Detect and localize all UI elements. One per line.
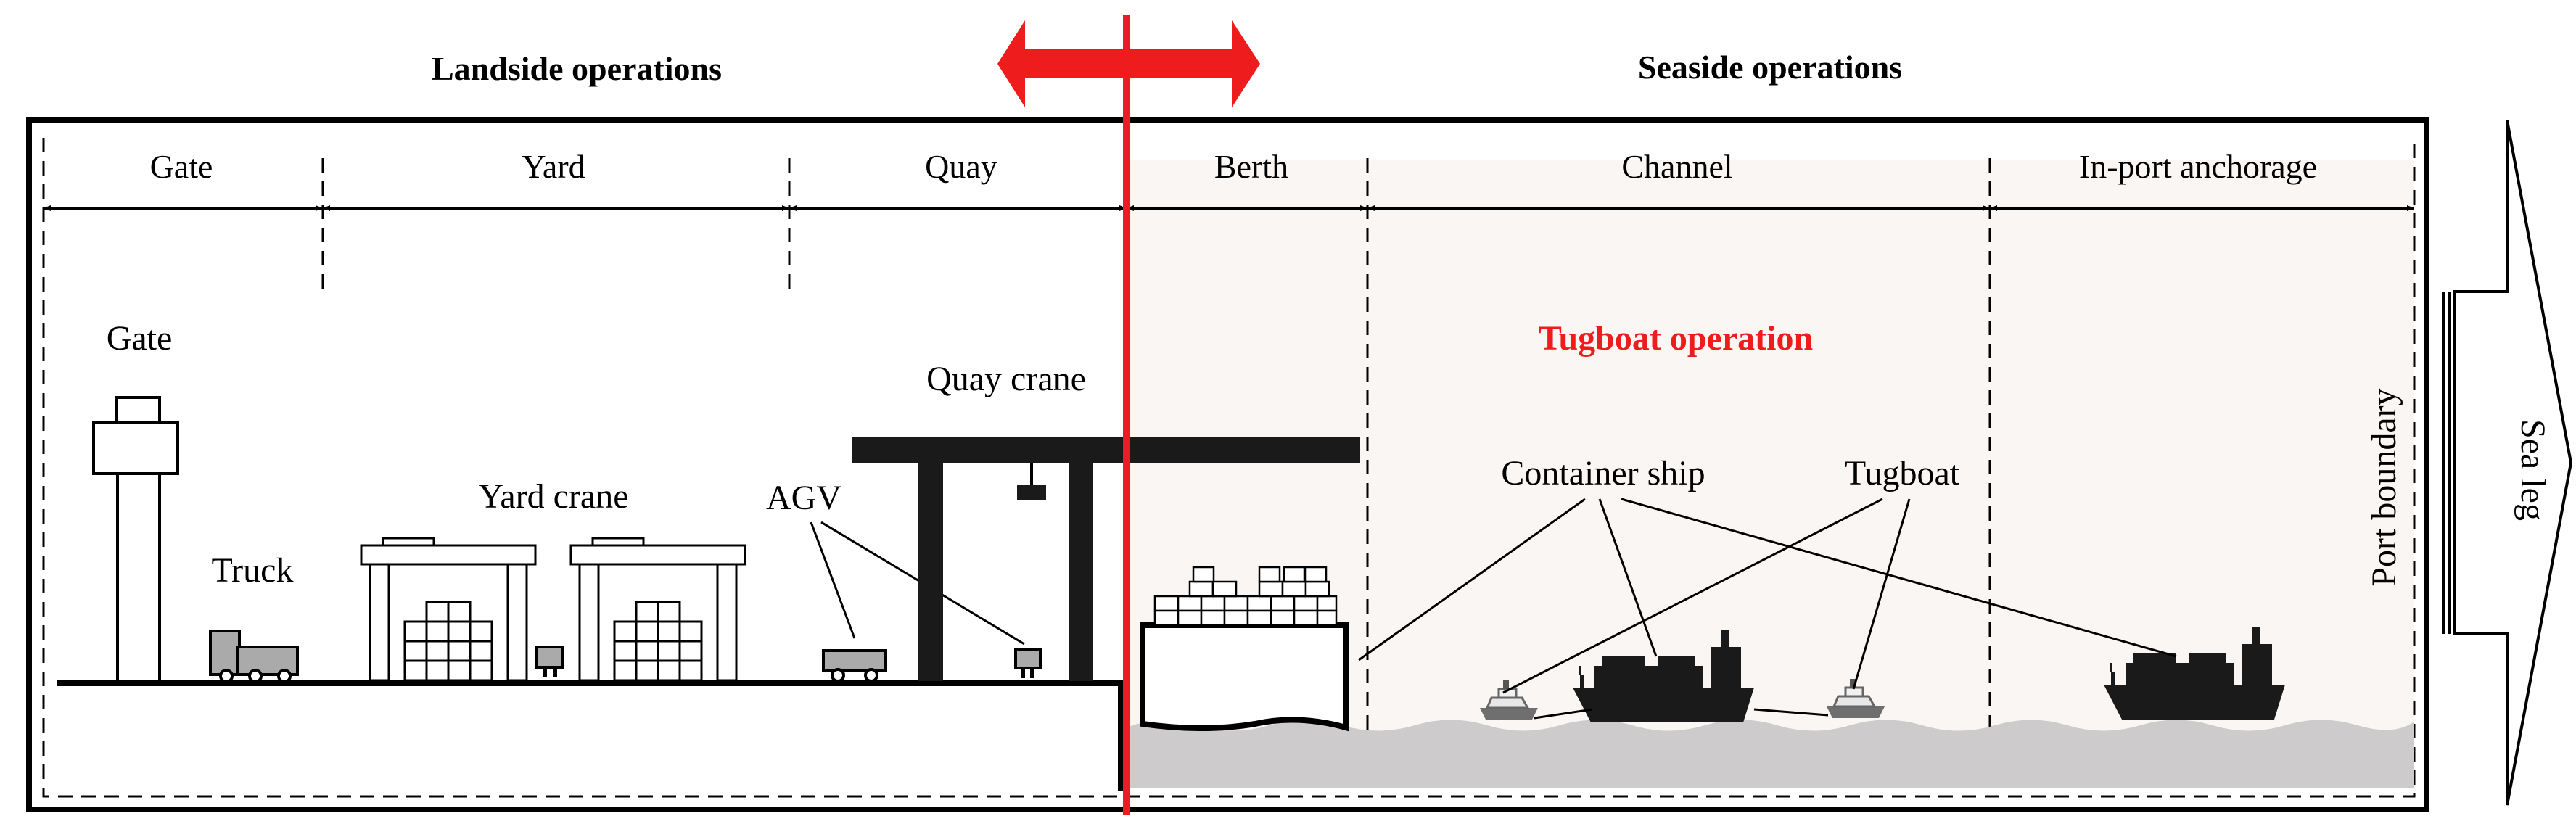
tugboat-operation-label: Tugboat operation	[1539, 319, 1813, 358]
sea-water	[1127, 720, 2414, 788]
tow-line	[1753, 708, 1829, 717]
agv-label: AGV	[766, 479, 841, 517]
tug-leader-1	[1502, 498, 1883, 694]
segment-label-gate: Gate	[150, 148, 213, 185]
yard-crane-label: Yard crane	[478, 477, 628, 516]
segment-label-channel: Channel	[1621, 148, 1732, 185]
yard-crane-icon	[569, 537, 746, 682]
port-boundary-label: Port boundary	[2365, 388, 2403, 586]
ship-leader-channel	[1598, 498, 1658, 657]
inner-dashed-boundary	[42, 138, 2416, 798]
landside-header: Landside operations	[432, 50, 722, 87]
double-arrow-icon	[997, 20, 1260, 107]
quay-crane-icon	[852, 437, 1360, 681]
tug-leader-2	[1852, 498, 1911, 690]
segment-label-quay: Quay	[925, 148, 997, 185]
yard-crane-icon	[360, 537, 537, 682]
truck-label: Truck	[212, 551, 294, 590]
gate-tower-icon	[92, 396, 179, 683]
ship-leader-anchorage	[1621, 498, 2177, 658]
gate-label: Gate	[107, 319, 173, 358]
truck-icon	[209, 630, 299, 683]
port-frame	[26, 117, 2429, 812]
sea-leg-arrow-icon	[2442, 120, 2573, 806]
tow-line	[1534, 708, 1593, 720]
berthed-ship-icon	[1140, 566, 1349, 732]
sea-leg-label: Sea leg	[2514, 419, 2552, 521]
ship-leader-berth	[1358, 498, 1586, 661]
agv-icon	[1014, 648, 1042, 678]
segment-label-berth: Berth	[1214, 148, 1288, 185]
segment-label-anchorage: In-port anchorage	[2079, 148, 2317, 185]
tugboat-label: Tugboat	[1845, 454, 1960, 492]
agv-leader-1	[810, 521, 856, 639]
quay-crane-label: Quay crane	[926, 360, 1086, 398]
agv-icon	[535, 646, 564, 677]
seaside-header: Seaside operations	[1638, 49, 1902, 86]
container-ship-label: Container ship	[1501, 454, 1705, 492]
segment-label-yard: Yard	[522, 148, 585, 185]
agv-icon	[822, 649, 887, 683]
